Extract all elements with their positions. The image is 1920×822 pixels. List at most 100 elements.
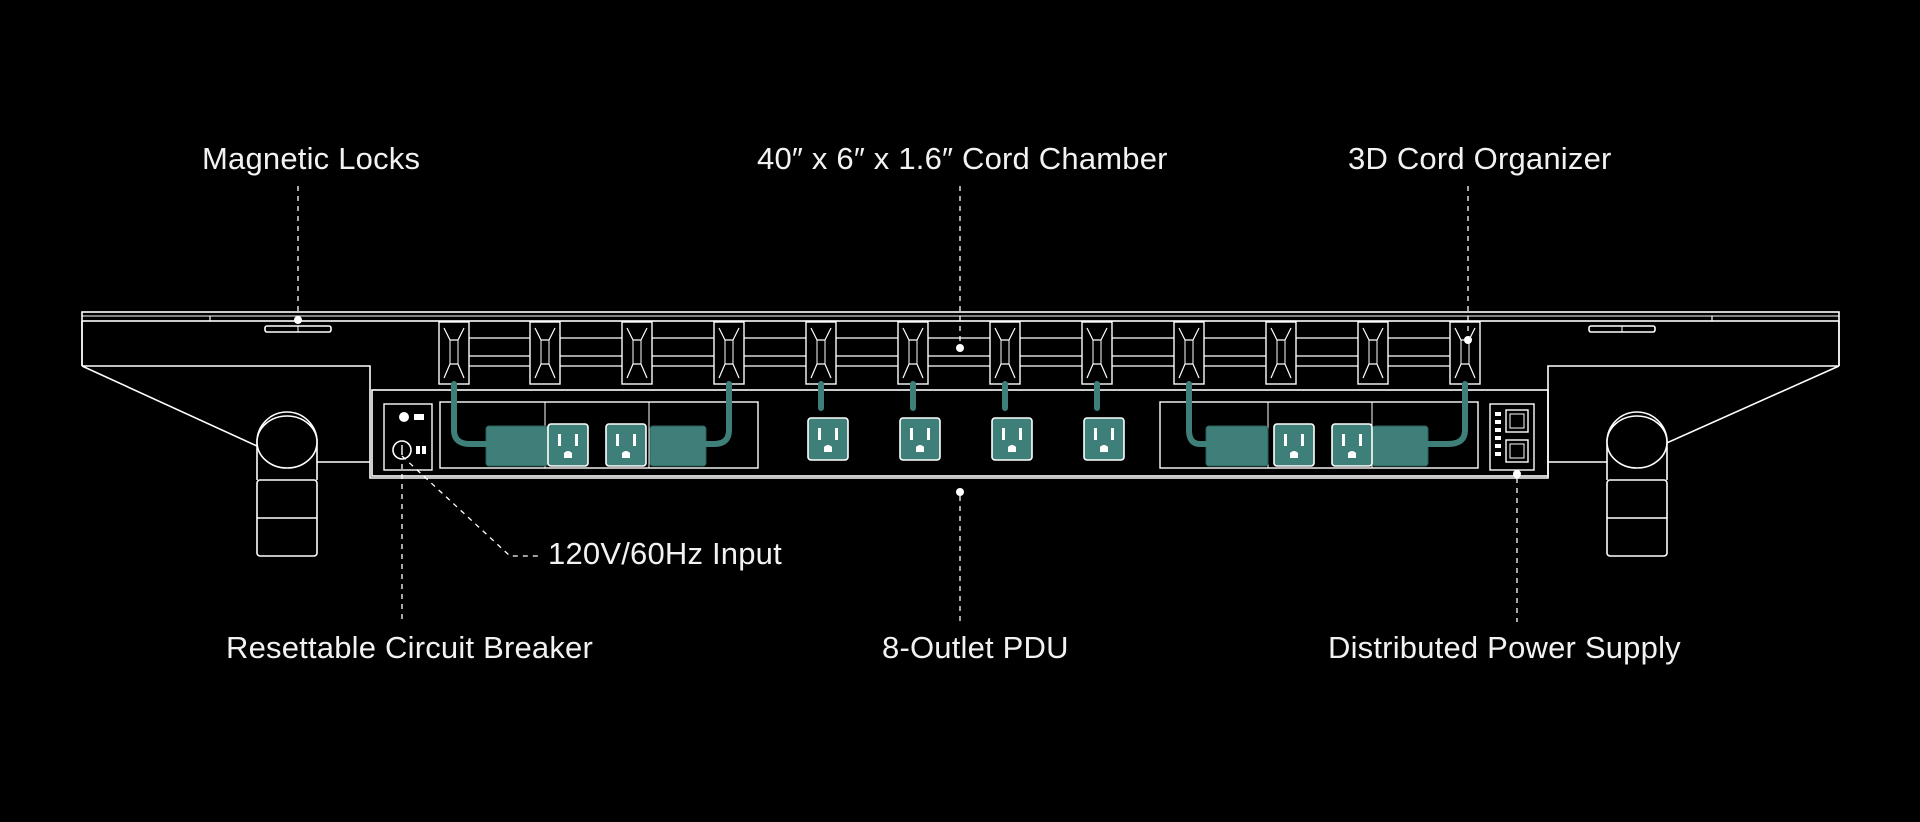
cord-clip-icon <box>1081 321 1113 385</box>
outlet-ground <box>564 451 572 458</box>
supply-label-mark <box>1495 436 1501 440</box>
outlet-face <box>1083 417 1125 461</box>
outlet-ground <box>1348 451 1356 458</box>
cord-clip-body <box>438 321 470 385</box>
power-supply-panel <box>1489 403 1535 471</box>
rocker-switch-icon-1 <box>1505 409 1529 433</box>
cord-clip-body <box>1081 321 1113 385</box>
cord-clip-jaw-top <box>810 327 832 341</box>
leader-dot-power-supply <box>1513 470 1521 478</box>
outlet-group-left <box>439 401 759 469</box>
cord-clip-body <box>529 321 561 385</box>
breaker-input-panel <box>383 403 433 471</box>
outlet-icon-1 <box>547 423 589 467</box>
leader-input <box>401 455 542 557</box>
cord-clip-body <box>1357 321 1389 385</box>
label-magnetic-locks: Magnetic Locks <box>202 141 421 176</box>
left-side-bracket <box>81 365 370 463</box>
cord-clip-jaw-top <box>902 327 924 341</box>
cord-left-1 <box>451 381 489 447</box>
breaker-label-mark-a <box>416 446 420 454</box>
outlet-ground <box>824 445 832 452</box>
cord-clip-body <box>621 321 653 385</box>
cord-clip-body <box>805 321 837 385</box>
outlet-slot-right <box>1301 434 1304 446</box>
outlet-slot-left <box>1002 428 1005 440</box>
leg-cap <box>256 415 318 469</box>
cord-clip-icon <box>989 321 1021 385</box>
power-brick-left-2 <box>649 425 707 467</box>
cord-clip-jaw-bottom <box>810 363 832 379</box>
leg-right <box>1606 411 1668 557</box>
outlet-group-right <box>1159 401 1479 469</box>
rocker-switch-2-face <box>1509 443 1525 459</box>
cord-clip-jaw-top <box>1270 327 1292 341</box>
cord-clip-jaw-top <box>443 327 465 341</box>
supply-label-mark <box>1495 428 1501 432</box>
right-side-bracket <box>1548 365 1840 463</box>
supply-label-mark <box>1495 444 1501 448</box>
cord-clip-icon <box>1265 321 1297 385</box>
rocker-switch-icon-2 <box>1505 439 1529 463</box>
cord-clip-jaw-bottom <box>1178 363 1200 379</box>
cord-clip-jaw-bottom <box>534 363 556 379</box>
outlet-icon-4 <box>899 417 941 461</box>
cord-clip-body <box>713 321 745 385</box>
leg-cap <box>1606 415 1668 469</box>
outlet-face <box>807 417 849 461</box>
cord-clip-icon <box>438 321 470 385</box>
label-input: 120V/60Hz Input <box>548 536 782 571</box>
outlet-ground <box>1008 445 1016 452</box>
cord-clip-jaw-bottom <box>1454 363 1476 379</box>
cord-clip-jaw-top <box>534 327 556 341</box>
label-pdu: 8-Outlet PDU <box>882 630 1069 665</box>
outlet-slot-right <box>633 434 636 446</box>
power-brick-left-1 <box>485 425 549 467</box>
outlet-face <box>605 423 647 467</box>
label-cord-chamber: 40″ x 6″ x 1.6″ Cord Chamber <box>757 141 1168 176</box>
outlet-icon-3 <box>807 417 849 461</box>
outlet-face <box>899 417 941 461</box>
cord-clip-icon <box>529 321 561 385</box>
outlet-slot-left <box>558 434 561 446</box>
tray-front-face-outline <box>82 365 1839 479</box>
rocker-switch-1-face <box>1509 413 1525 429</box>
cord-clip-jaw-bottom <box>1086 363 1108 379</box>
cord-left-2 <box>703 381 732 447</box>
cord-clip-jaw-bottom <box>626 363 648 379</box>
cord-clip-jaw-top <box>1362 327 1384 341</box>
outlet-ground <box>1100 445 1108 452</box>
outlet-icon-2 <box>605 423 647 467</box>
outlet-icon-6 <box>1083 417 1125 461</box>
cord-clip-jaw-top <box>718 327 740 341</box>
cord-right-1 <box>1186 381 1209 447</box>
cord-clip-icon <box>1449 321 1481 385</box>
cord-clip-jaw-top <box>626 327 648 341</box>
supply-label-mark <box>1495 412 1501 416</box>
cord-clip-jaw-top <box>1178 327 1200 341</box>
supply-label-mark <box>1495 452 1501 456</box>
cord-clip-jaw-top <box>994 327 1016 341</box>
cord-clip-body <box>989 321 1021 385</box>
outlet-slot-right <box>575 434 578 446</box>
outlet-slot-right <box>1359 434 1362 446</box>
label-cord-organizer: 3D Cord Organizer <box>1348 141 1612 176</box>
breaker-label-mark-b <box>422 446 426 454</box>
power-brick-right-2 <box>1371 425 1429 467</box>
outlet-ground <box>1290 451 1298 458</box>
leader-dot-magnetic-locks <box>294 316 302 324</box>
cord-clip-icon <box>1173 321 1205 385</box>
cord-clip-jaw-bottom <box>1270 363 1292 379</box>
pdu-front-panel <box>371 389 1549 477</box>
indicator-light-icon <box>399 412 409 422</box>
cord-clip-jaw-bottom <box>994 363 1016 379</box>
cord-clip-jaw-bottom <box>443 363 465 379</box>
cord-right-2 <box>1425 381 1468 447</box>
outlet-slot-right <box>1111 428 1114 440</box>
outlet-ground <box>916 445 924 452</box>
outlet-slot-left <box>1284 434 1287 446</box>
cord-clip-body <box>897 321 929 385</box>
outlet-ground <box>622 451 630 458</box>
cord-clip-icon <box>1357 321 1389 385</box>
